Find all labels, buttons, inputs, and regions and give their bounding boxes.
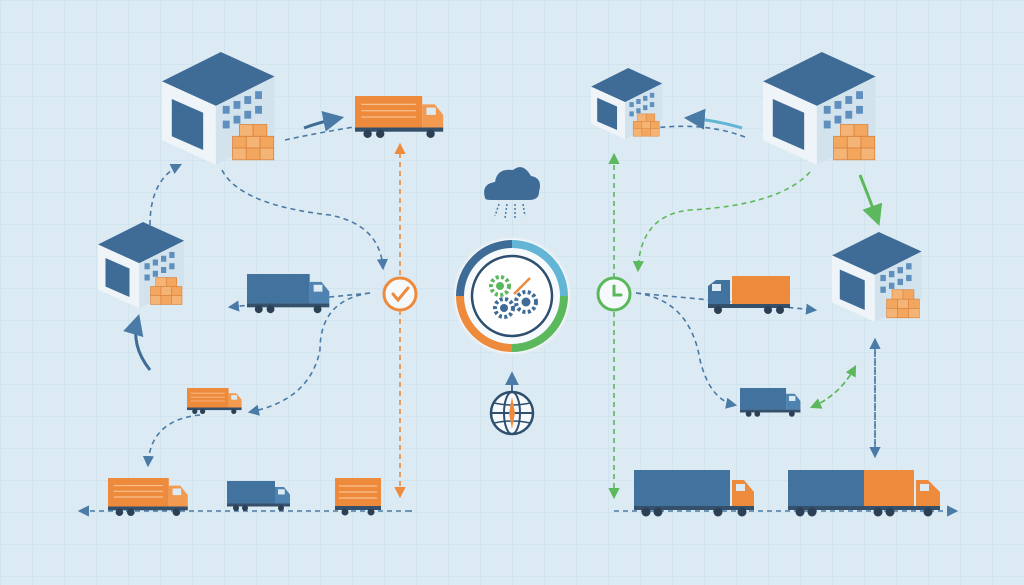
cloud-icon	[484, 167, 540, 219]
checkmark-icon	[382, 276, 418, 312]
clock-icon	[596, 276, 632, 312]
flow-arrow	[683, 108, 743, 130]
gear-icon	[514, 290, 538, 314]
truck-long-blue	[634, 470, 754, 517]
gears-icon	[453, 237, 571, 355]
gear-icon	[489, 275, 511, 297]
flow-arrow	[858, 174, 883, 226]
cargo-container	[335, 478, 381, 516]
gear-icon	[493, 297, 515, 319]
flow-arrow	[123, 313, 152, 371]
flow-arrow	[303, 110, 345, 132]
truck-blue-orange-cab	[708, 276, 790, 314]
truck-long-blue-orange	[788, 470, 940, 517]
globe-icon	[489, 390, 535, 436]
